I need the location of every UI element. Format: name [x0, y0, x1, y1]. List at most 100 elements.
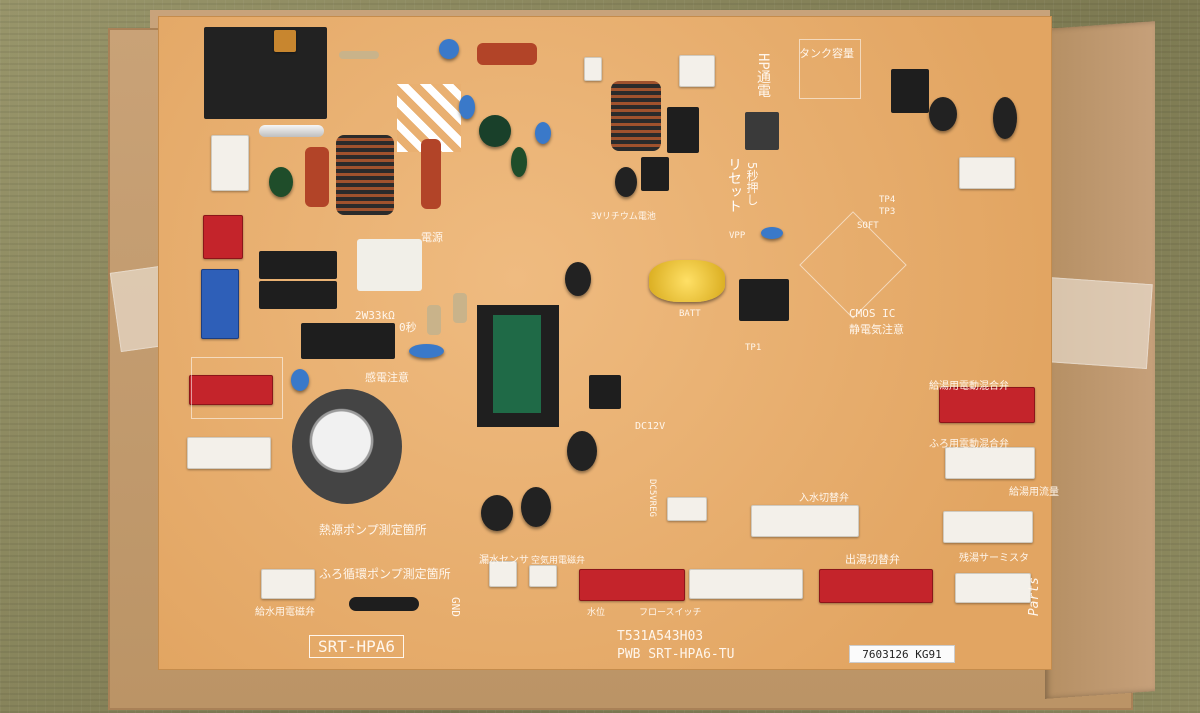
label-reset-sub: 5秒押し	[745, 162, 759, 206]
label-battery-note: 3Vリチウム電池	[591, 212, 656, 222]
x-capacitor	[357, 239, 422, 291]
board-model: SRT-HPA6	[309, 635, 405, 658]
label-residual-thermistor: 残湯サーミスタ	[959, 553, 1029, 564]
part-number-2: PWB SRT-HPA6-TU	[617, 647, 735, 662]
ceramic-capacitor	[439, 39, 459, 59]
varistor	[479, 115, 511, 147]
label-danger: 感電注意	[365, 371, 409, 384]
serial-sticker: 7603126 KG91	[849, 645, 955, 663]
label-bath-pump-measure: ふろ循環ポンプ測定箇所	[319, 567, 451, 581]
electrolytic-capacitor	[521, 487, 551, 527]
resistor	[427, 305, 441, 335]
brand-mark: Parts	[1027, 577, 1042, 617]
connector-white	[955, 573, 1031, 603]
connector-blue	[201, 269, 239, 339]
regulator	[739, 279, 789, 321]
label-hot-water-valve: 給湯用電動混合弁	[929, 381, 1009, 392]
label-hot-water-flow: 給湯用流量	[1009, 487, 1059, 498]
label-cmos: CMOS IC	[849, 307, 896, 320]
electrolytic-capacitor	[567, 431, 597, 471]
film-capacitor	[305, 147, 329, 207]
label-tp3: TP3	[879, 207, 896, 217]
varistor	[269, 167, 293, 197]
label-hp: HP通電	[755, 53, 771, 98]
connector-white	[529, 565, 557, 587]
main-capacitor	[292, 389, 402, 504]
label-wait: 0秒	[399, 321, 417, 334]
film-capacitor	[477, 43, 537, 65]
label-air-valve: 空気用電磁弁	[531, 556, 586, 566]
power-transistor	[891, 69, 929, 113]
label-heat-pump-measure: 熱源ポンプ測定箇所	[319, 523, 427, 537]
connector-red	[819, 569, 933, 603]
label-tp1: TP1	[745, 343, 762, 353]
label-flow-switch: フロースイッチ	[639, 608, 702, 618]
connector-white	[211, 135, 249, 191]
relay-small	[259, 281, 337, 309]
label-tank: タンク容量	[799, 47, 854, 60]
electrolytic-capacitor	[481, 495, 513, 531]
label-outlet-valve: 出湯切替弁	[845, 553, 900, 566]
silk-outline-diamond	[799, 211, 907, 319]
ceramic-capacitor	[409, 344, 444, 358]
connector-white	[667, 497, 707, 521]
ceramic-capacitor	[291, 369, 309, 391]
silk-outline	[799, 39, 861, 99]
fuse	[259, 125, 324, 137]
diode-large	[349, 597, 419, 611]
ceramic-capacitor	[761, 227, 783, 239]
electrolytic-capacitor	[993, 97, 1017, 139]
circuit-board: HP通電 タンク容量 リセット 5秒押し 3Vリチウム電池 CMOS IC 静電…	[158, 16, 1059, 670]
connector-red	[189, 375, 273, 405]
silk-outline	[191, 357, 283, 419]
inductor-black	[641, 157, 669, 191]
part-number-1: T531A543H03	[617, 629, 704, 644]
relay-terminal	[274, 30, 296, 52]
label-gnd: GND	[449, 597, 462, 617]
ceramic-capacitor	[535, 122, 551, 144]
electrolytic-capacitor	[615, 167, 637, 197]
label-dc5v: DC5VREG	[647, 479, 657, 517]
label-resistor-note: 2W33kΩ	[355, 309, 395, 322]
connector-white	[261, 569, 315, 599]
label-vpp: VPP	[729, 231, 746, 241]
resistor	[339, 51, 379, 59]
relay-black	[301, 323, 395, 359]
label-bath-valve: ふろ用電動混合弁	[929, 439, 1009, 450]
label-leak-sensor: 漏水センサ	[479, 555, 529, 566]
connector-white	[751, 505, 859, 537]
reset-switch-housing	[745, 112, 779, 150]
electrolytic-capacitor	[929, 97, 957, 131]
connector-white	[489, 561, 517, 587]
transformer-core	[493, 315, 541, 413]
ic-chip	[589, 375, 621, 409]
ceramic-capacitor	[459, 95, 475, 119]
label-static: 静電気注意	[849, 323, 904, 336]
film-capacitor	[421, 139, 441, 209]
electrolytic-capacitor	[565, 262, 591, 296]
label-soft: SOFT	[857, 221, 879, 231]
label-batt: BATT	[679, 309, 701, 319]
connector-white	[187, 437, 271, 469]
varistor	[511, 147, 527, 177]
connector-white	[584, 57, 602, 81]
relay-small	[259, 251, 337, 279]
lithium-battery	[649, 260, 725, 302]
label-reset: リセット	[726, 157, 742, 213]
label-tp4: TP4	[879, 195, 896, 205]
resistor	[453, 293, 467, 323]
label-supply-valve: 給水用電磁弁	[255, 607, 315, 618]
label-inlet-switch: 入水切替弁	[799, 493, 849, 504]
connector-white	[943, 511, 1033, 543]
connector-red	[579, 569, 685, 601]
choke-coil	[336, 135, 394, 215]
label-dc12v: DC12V	[635, 421, 666, 432]
relay	[204, 27, 327, 119]
inductor	[611, 81, 661, 151]
connector-red	[203, 215, 243, 259]
label-water-level: 水位	[587, 608, 606, 618]
connector-white	[945, 447, 1035, 479]
inductor-black	[667, 107, 699, 153]
label-power: 電源	[421, 231, 443, 244]
connector-red	[939, 387, 1035, 423]
